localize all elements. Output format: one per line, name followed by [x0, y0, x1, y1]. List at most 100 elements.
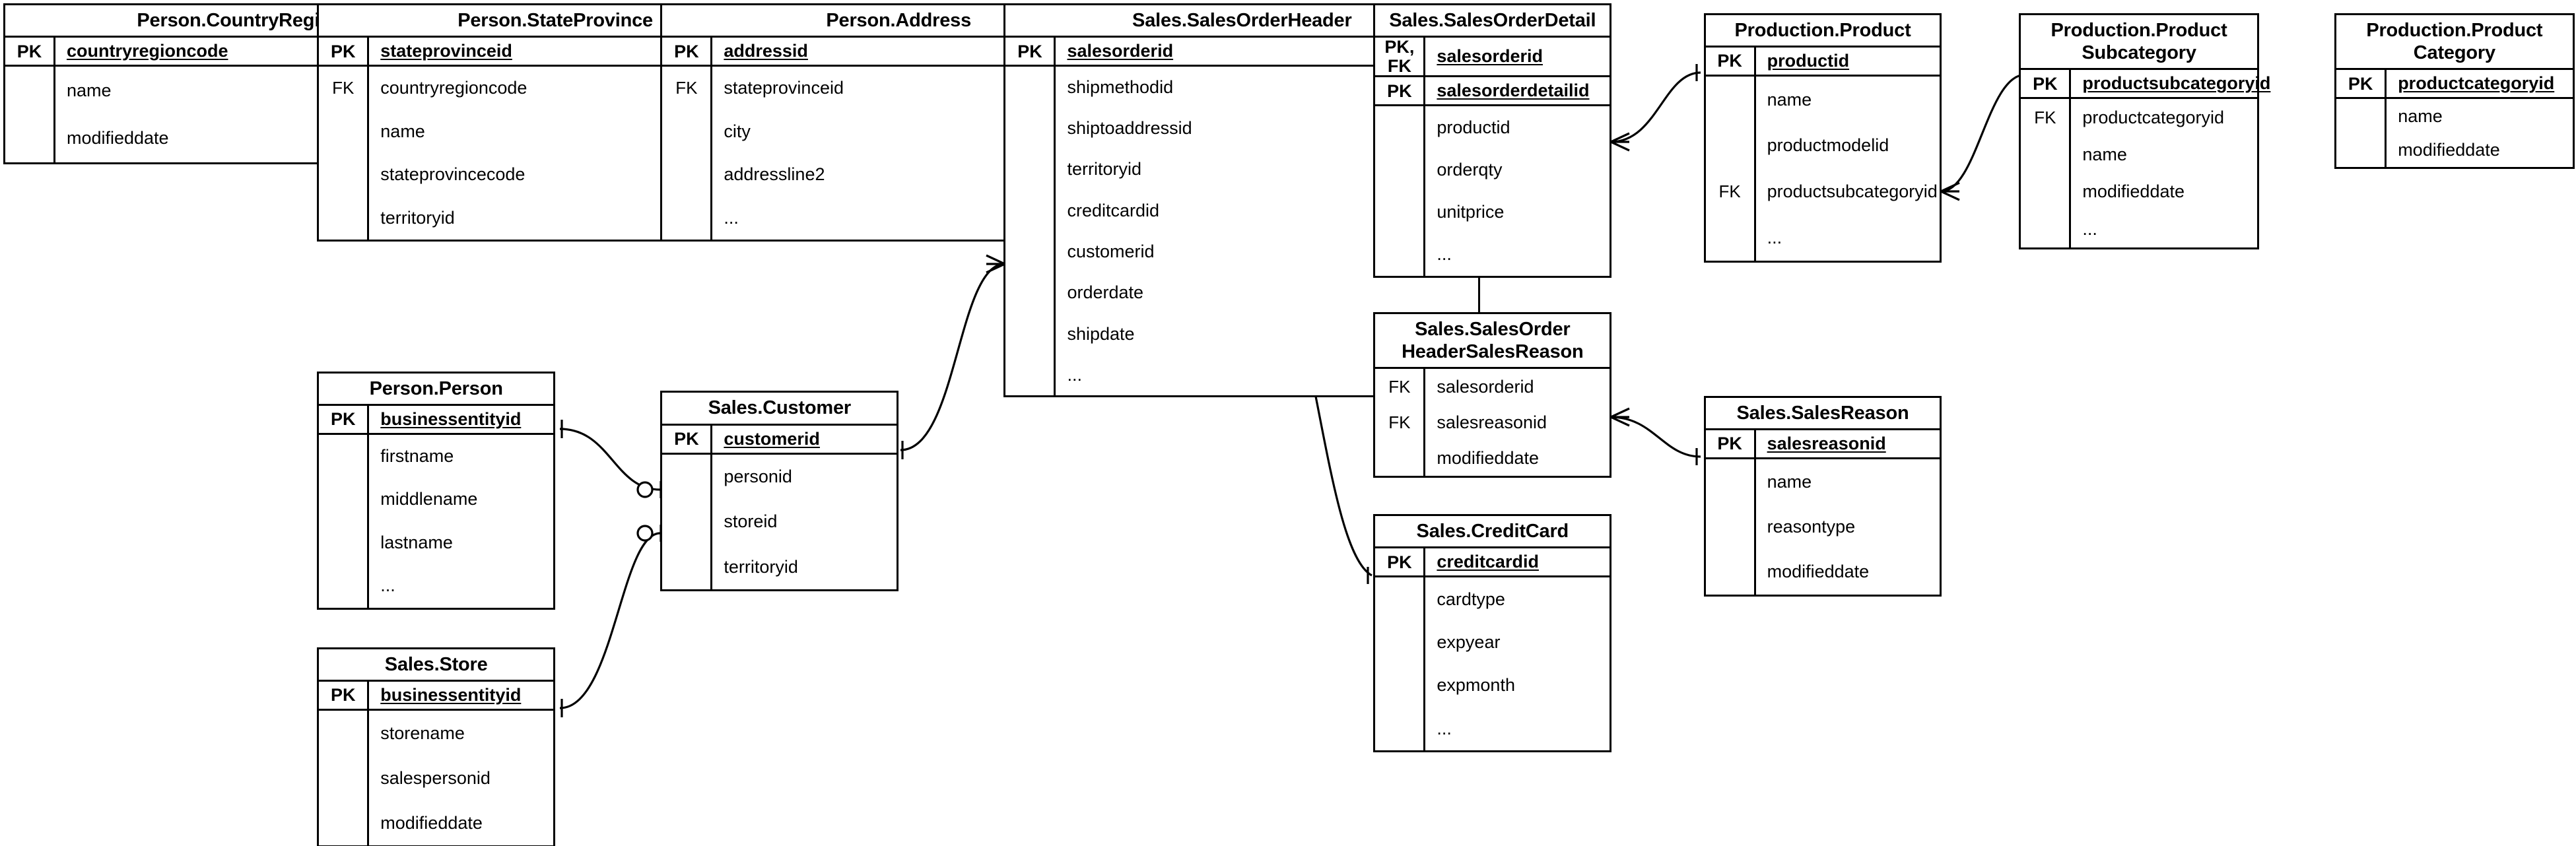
column-name[interactable]: modifieddate	[1437, 447, 1539, 468]
column-name[interactable]: salesreasonid	[1437, 412, 1547, 432]
column-name[interactable]: salespersonid	[380, 767, 491, 788]
entity-title-line: Production.Product	[2366, 19, 2543, 41]
column-name[interactable]: shipdate	[1067, 323, 1135, 344]
key-marker: FK	[1388, 376, 1411, 397]
key-marker	[1005, 273, 1054, 313]
column-name[interactable]: orderdate	[1067, 282, 1144, 303]
column-name[interactable]: ...	[1437, 244, 1452, 265]
attribute-name-column: cardtype expyear expmonth...	[1425, 577, 1610, 750]
column-name[interactable]: firstname	[380, 446, 454, 467]
column-name[interactable]: ...	[380, 575, 395, 596]
column-name[interactable]: salesorderid	[1437, 376, 1534, 397]
column-name[interactable]: personid	[724, 467, 792, 487]
column-name[interactable]: shipmethodid	[1067, 77, 1174, 97]
column-name[interactable]: modifieddate	[380, 812, 483, 833]
column-name[interactable]: name	[66, 80, 112, 100]
attribute-key-column	[1706, 459, 1756, 595]
column-name[interactable]: name	[2082, 145, 2127, 165]
column-name[interactable]: territoryid	[1067, 159, 1142, 179]
entity-title: Sales.SalesOrderHeader	[1005, 5, 1479, 38]
entity-title-line: Subcategory	[2082, 42, 2196, 64]
column-name[interactable]: addressline2	[724, 164, 825, 185]
column-name[interactable]: expmonth	[1437, 675, 1515, 696]
column-name[interactable]: modifieddate	[66, 128, 169, 148]
column-name[interactable]: shiptoaddressid	[1067, 118, 1192, 139]
attribute-key-column	[1005, 67, 1056, 396]
column-name[interactable]: name	[1767, 471, 1812, 492]
column-name[interactable]: middlename	[380, 489, 478, 509]
column-name[interactable]: lastname	[380, 532, 453, 552]
column-name[interactable]: countryregioncode	[380, 78, 527, 98]
column-name[interactable]: orderqty	[1437, 159, 1503, 179]
column-name[interactable]: productsubcategoryid	[1767, 181, 1938, 202]
column-name[interactable]: name	[2398, 106, 2443, 126]
key-marker	[1375, 234, 1423, 276]
column-name[interactable]: productid	[1437, 117, 1510, 137]
column-name[interactable]: ...	[2082, 218, 2097, 239]
column-name: addressid	[724, 41, 808, 61]
column-name[interactable]: stateprovincecode	[380, 164, 525, 185]
column-name[interactable]: ...	[1767, 227, 1782, 247]
column-name[interactable]: customerid	[1067, 241, 1155, 261]
column-name[interactable]: unitprice	[1437, 202, 1505, 222]
column-name[interactable]: modifieddate	[1767, 562, 1870, 582]
entity-title: Sales.Customer	[662, 393, 897, 426]
column-name[interactable]: expyear	[1437, 632, 1501, 653]
column-name[interactable]: reasontype	[1767, 516, 1856, 537]
column-name[interactable]: productcategoryid	[2082, 107, 2225, 127]
column-name[interactable]: storeid	[724, 511, 778, 532]
key-marker	[5, 115, 53, 162]
column-name[interactable]: territoryid	[380, 207, 455, 228]
column-name[interactable]: name	[1767, 89, 1812, 110]
column-name[interactable]: productmodelid	[1767, 135, 1889, 156]
column-name[interactable]: ...	[724, 207, 739, 228]
column-name[interactable]: ...	[1067, 364, 1082, 385]
attribute-name-column: countryregioncode name stateprovincecode te…	[369, 67, 792, 240]
column-name[interactable]: creditcardid	[1067, 200, 1160, 220]
column-name[interactable]: city	[724, 121, 751, 141]
entity-title: Sales.Store	[319, 649, 554, 682]
column-name[interactable]: stateprovinceid	[724, 78, 844, 98]
column-name[interactable]: name	[380, 121, 425, 141]
column-name[interactable]: storename	[380, 723, 465, 743]
column-name[interactable]: modifieddate	[2082, 181, 2185, 202]
column-name[interactable]: ...	[1437, 718, 1452, 738]
attribute-name-column: personid storeid territoryid	[712, 455, 897, 589]
column-name[interactable]: territoryid	[724, 556, 798, 577]
column-name[interactable]: modifieddate	[2398, 140, 2500, 160]
key-marker	[1375, 106, 1423, 148]
key-marker	[1375, 664, 1423, 707]
column-name[interactable]: cardtype	[1437, 589, 1505, 609]
